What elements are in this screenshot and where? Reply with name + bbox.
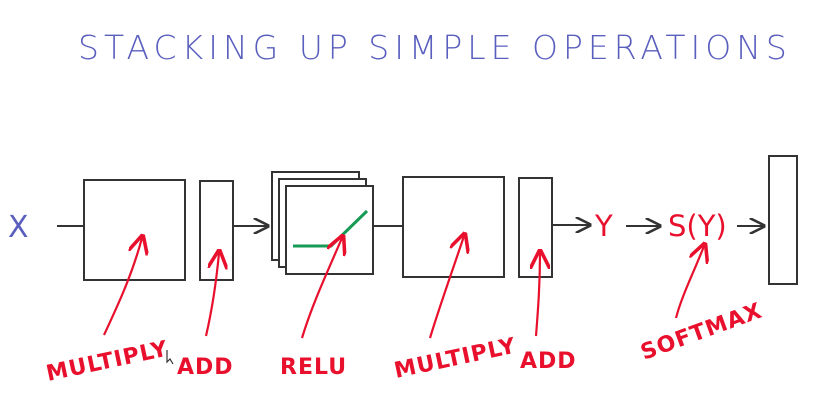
multiply-block-2 — [402, 176, 505, 278]
multiply-2-label: MULTIPLY — [392, 334, 519, 384]
multiply-1-annotation-arrow — [103, 238, 142, 336]
relu-annotation-arrow — [300, 238, 342, 339]
diagram-title: STACKING UP SIMPLE OPERATIONS — [78, 28, 792, 67]
multiply-2-annotation-arrow — [428, 236, 464, 339]
softmax-annotation-arrow — [674, 246, 704, 319]
relu-block-stack — [271, 171, 374, 275]
add-2-annotation-arrow — [536, 253, 540, 337]
add-block-2 — [518, 177, 553, 278]
multiply-block-1 — [83, 179, 186, 281]
softmax-output-label: S(Y) — [668, 209, 727, 243]
add-1-annotation-arrow — [204, 253, 219, 337]
relu-label: RELU — [280, 355, 347, 380]
output-y-label: Y — [594, 209, 613, 243]
multiply-1-label: MULTIPLY — [44, 337, 171, 387]
input-x-label: X — [8, 210, 29, 245]
add-block-1 — [199, 180, 234, 281]
output-vector-block — [768, 155, 798, 285]
cursor-icon — [166, 350, 174, 365]
relu-layer-front — [285, 185, 374, 275]
add-1-label: ADD — [177, 355, 234, 380]
add-2-label: ADD — [520, 349, 577, 374]
softmax-label: SOFTMAX — [638, 299, 766, 366]
